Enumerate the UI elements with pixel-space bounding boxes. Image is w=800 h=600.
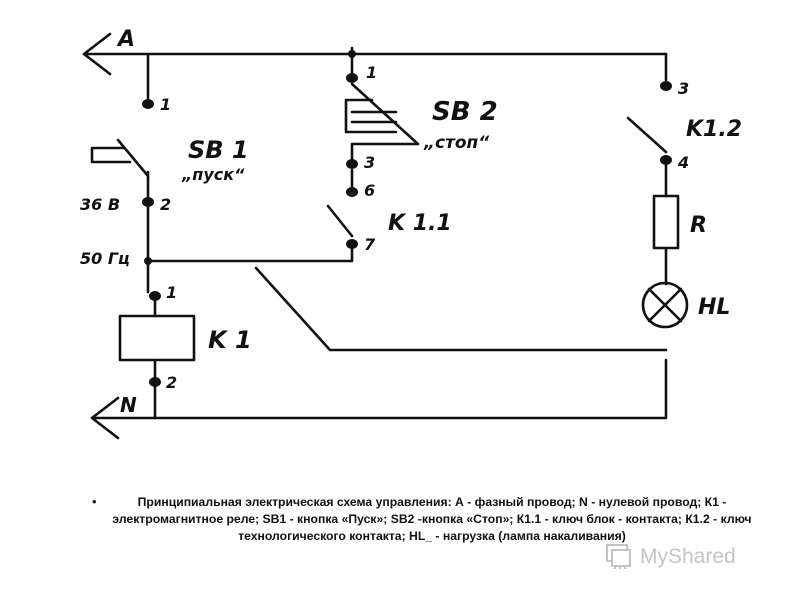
sb1-button-icon (90, 146, 132, 164)
k1-coil (118, 314, 196, 362)
sb1-switch-blade (116, 138, 150, 178)
terminal-sb1-2 (142, 197, 154, 207)
resistor (652, 194, 680, 250)
terminal-label-sb1-2: 2 (160, 195, 171, 214)
terminal-label-k11-7: 7 (364, 235, 376, 254)
label-sb1: SB 1 (188, 136, 249, 164)
terminal-k1-1 (149, 291, 161, 301)
lamp-icon (641, 281, 689, 329)
terminal-label-k12-4: 4 (677, 153, 689, 172)
caption-bullet: • (92, 494, 97, 509)
label-neutral: N (120, 393, 137, 417)
label-lamp: HL (698, 295, 730, 320)
label-phase: A (116, 27, 135, 52)
myshared-logo-icon (606, 544, 631, 569)
sb2-button-icon (344, 98, 398, 134)
k12-switch-blade (626, 116, 668, 154)
label-sb2-sub: „стоп“ (423, 133, 490, 153)
junction-dot-left (144, 257, 152, 265)
label-sb2: SB 2 (432, 97, 498, 127)
terminal-k12-4 (660, 155, 672, 165)
watermark-text: MyShared (640, 545, 736, 568)
neutral-arrow-icon (90, 396, 120, 440)
terminal-sb2-3 (346, 159, 358, 169)
label-resistor: R (690, 213, 707, 238)
label-k11: K 1.1 (388, 211, 452, 236)
terminal-k11-7 (346, 239, 358, 249)
label-voltage: 36 B (80, 195, 120, 214)
terminal-label-k11-6: 6 (364, 181, 375, 200)
terminal-label-sb1-1: 1 (160, 95, 171, 114)
terminal-sb1-1 (142, 99, 154, 109)
mechanical-link (254, 266, 668, 352)
circuit-diagram: A N SB 1 „пуск“ SB 2 „стоп“ K 1.1 K1.2 K… (80, 27, 742, 440)
terminal-label-k1-2: 2 (166, 373, 177, 392)
label-sb1-sub: „пуск“ (181, 165, 245, 184)
watermark: MyShared (604, 540, 774, 574)
terminal-label-k12-3: 3 (678, 79, 689, 98)
label-k1: K 1 (208, 326, 252, 354)
lamp-cross-icon (647, 287, 683, 323)
junction-wire (146, 246, 354, 263)
terminal-k12-3 (660, 81, 672, 91)
terminal-label-sb2-1: 1 (366, 63, 377, 82)
terminal-k11-6 (346, 187, 358, 197)
label-k12: K1.2 (686, 117, 742, 142)
phase-arrow-icon (82, 32, 112, 76)
terminal-sb2-1 (346, 73, 358, 83)
sb2-button-lines (350, 110, 398, 124)
terminal-label-k1-1: 1 (166, 283, 177, 302)
terminal-label-sb2-3: 3 (364, 153, 375, 172)
diagram-caption: Принципиальная электрическая схема управ… (112, 495, 752, 543)
terminal-k1-2 (149, 377, 161, 387)
sb2-switch-blade (350, 82, 420, 162)
neutral-wire (90, 358, 668, 420)
junction-dot-a (348, 50, 356, 58)
k11-switch-blade (326, 204, 354, 238)
label-frequency: 50 Гц (80, 249, 130, 268)
